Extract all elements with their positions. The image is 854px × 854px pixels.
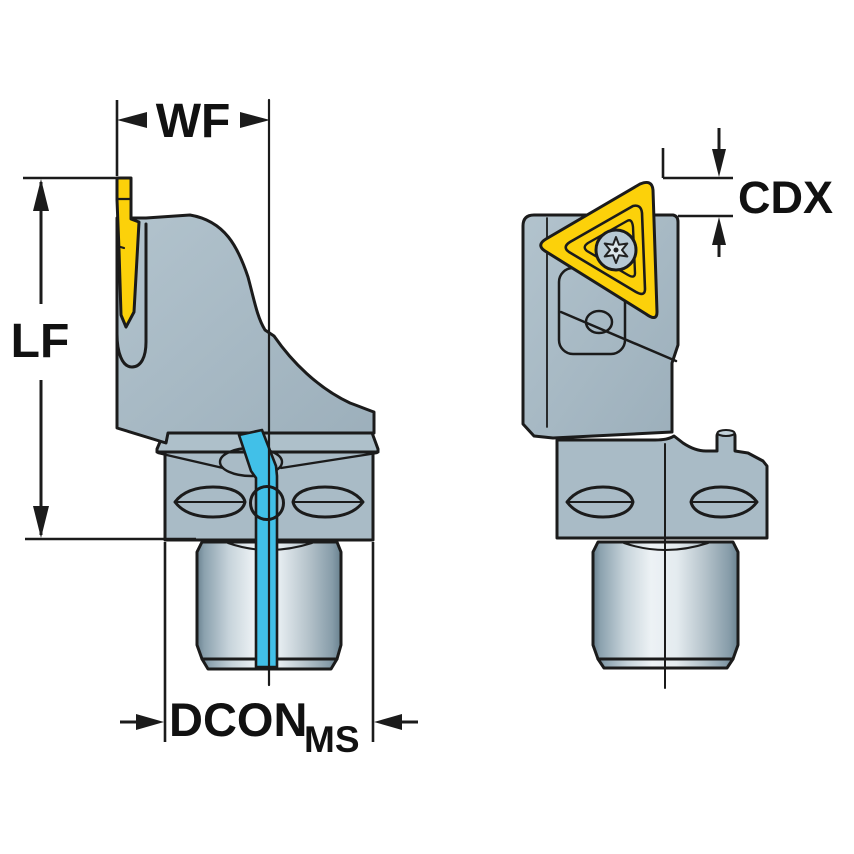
dcon-arrow-right [374,714,402,730]
wf-arrow-left [117,112,147,128]
dcon-subscript-label: MS [304,719,360,760]
right-view [521,181,769,689]
coolant-connector-circle [249,485,285,521]
dcon-arrow-left [136,714,164,730]
cdx-arrow-up [712,217,726,245]
dimension-wf: WF [115,95,270,176]
cdx-label: CDX [738,172,833,223]
trigon-insert-contour-outer [564,204,647,296]
coolant-channel [237,428,279,669]
right-flange-block [555,429,769,540]
left-view [115,98,380,687]
lf-label: LF [11,315,70,368]
left-cap-cone-line-left [156,451,225,470]
cdx-arrow-down [712,149,726,177]
dimension-lf: LF [11,176,196,541]
lf-arrow-up [33,179,49,211]
wf-label: WF [156,95,231,148]
left-cap-cone-line-right [279,451,379,470]
dimension-cdx: CDX [661,128,833,257]
parting-blade-seat-tick [115,244,126,250]
right-face-diagonal-line [559,310,678,363]
parting-blade [115,176,141,329]
wf-arrow-right [240,112,270,128]
right-pin-top-ellipse [716,429,736,437]
dcon-label: DCON [169,693,307,746]
left-blade-slot-line [115,222,148,369]
dimension-dcon: DCON MS [120,542,418,760]
left-head-body [115,213,376,445]
torx-center-dot [613,247,619,253]
lf-arrow-down [33,506,49,538]
trigon-insert-contour-inner [583,219,637,278]
